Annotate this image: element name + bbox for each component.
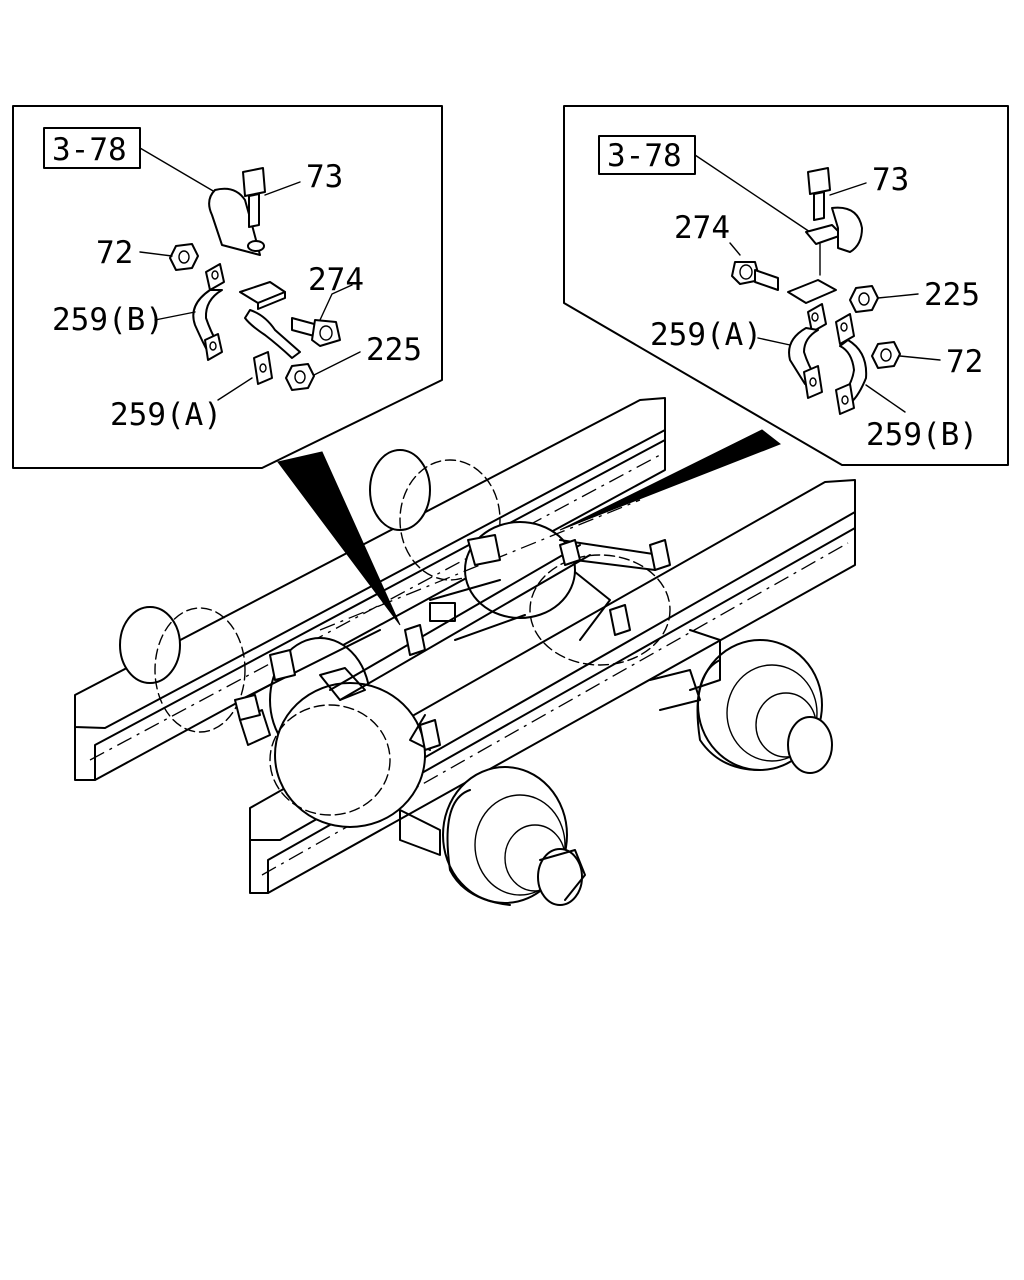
right-label-225: 225	[924, 277, 980, 313]
right-label-259b: 259(B)	[866, 417, 978, 453]
right-inset-frame	[563, 105, 1009, 466]
right-label-72: 72	[946, 344, 983, 380]
right-nut-72-icon	[871, 341, 901, 369]
right-clamp-plate	[787, 279, 837, 304]
chassis-drawing	[74, 397, 856, 906]
left-inset: 3-78 73 72 259(B)	[12, 105, 443, 469]
left-label-259b: 259(B)	[52, 302, 164, 338]
right-label-259a: 259(A)	[650, 317, 762, 353]
right-bolt-73-icon	[807, 167, 831, 221]
right-clamp-259a-icon	[788, 303, 827, 399]
left-bolt-73-icon	[242, 167, 266, 252]
front-axle	[239, 667, 441, 856]
right-bolt-274-icon	[731, 261, 779, 291]
left-nut-225-icon	[285, 363, 315, 391]
left-label-73: 73	[306, 159, 343, 195]
left-inset-pointer	[277, 451, 401, 626]
left-ref-label: 3-78	[52, 132, 127, 168]
propeller-shaft	[234, 499, 671, 751]
wheel-hub-rear	[649, 629, 833, 774]
left-clamp-259b-icon	[192, 263, 225, 361]
right-inset-pointer	[559, 429, 782, 531]
right-inset: 3-78 73 274 225	[563, 105, 1009, 466]
left-inset-frame	[12, 105, 443, 469]
left-bolt-274-icon	[291, 317, 341, 347]
right-label-73: 73	[872, 162, 909, 198]
left-bracket	[208, 187, 261, 256]
right-label-274: 274	[674, 210, 730, 246]
left-label-225: 225	[366, 332, 422, 368]
left-label-72: 72	[96, 235, 133, 271]
wheel-hub-front	[442, 766, 586, 906]
left-label-259a: 259(A)	[110, 397, 222, 433]
right-ref-label: 3-78	[607, 138, 682, 174]
left-label-274: 274	[308, 262, 364, 298]
right-clamp-259b-icon	[835, 313, 868, 415]
left-nut-72-icon	[169, 243, 199, 271]
left-clamp-259a-icon	[244, 309, 301, 385]
right-nut-225-icon	[849, 285, 879, 313]
